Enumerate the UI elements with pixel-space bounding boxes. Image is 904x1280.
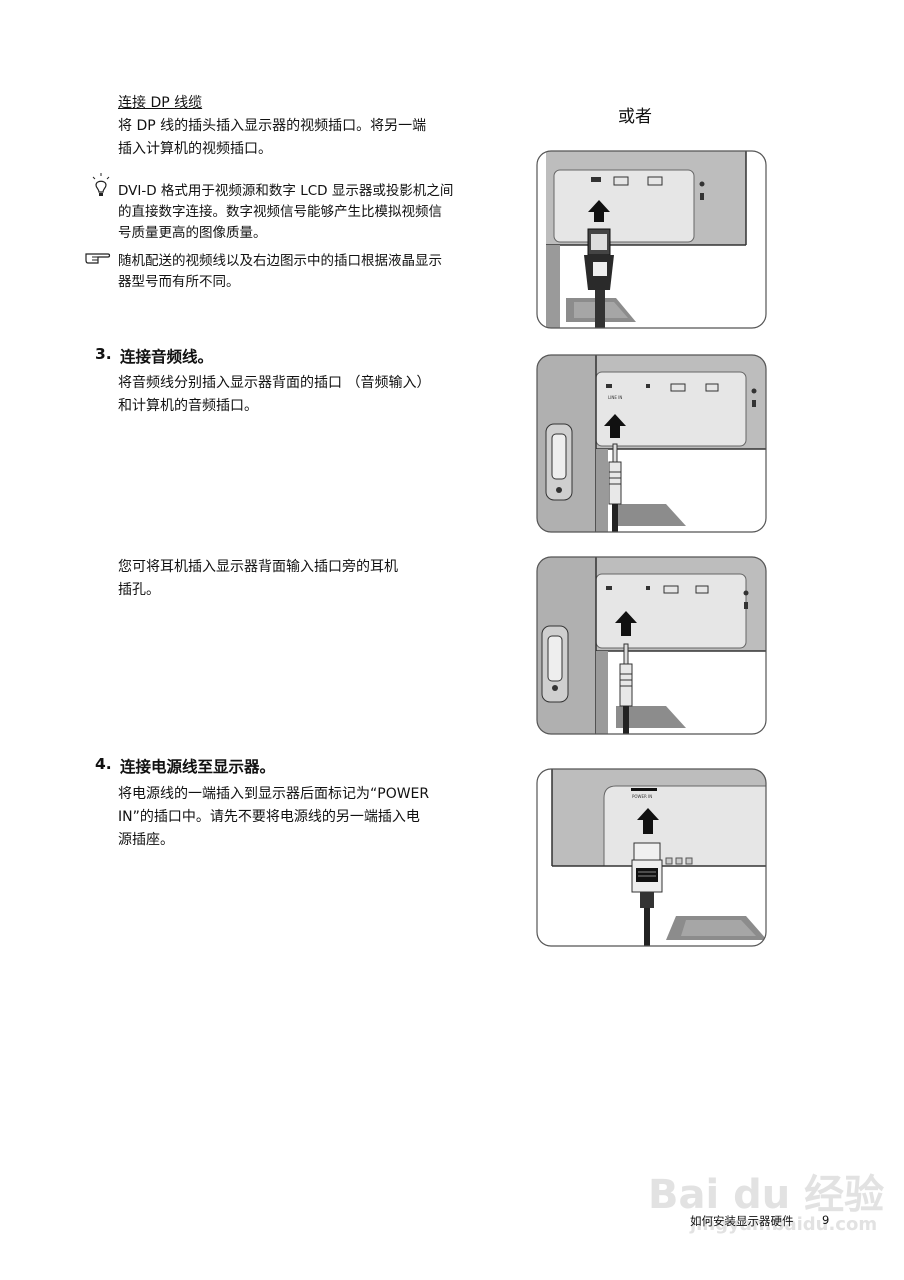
dp-instruction-line2: 插入计算机的视频插口。 (118, 141, 272, 157)
audio-connection-illustration: LINE IN (536, 354, 767, 533)
step4-line3: 源插座。 (118, 832, 174, 848)
page-number: 9 (822, 1213, 830, 1227)
step4-line1: 将电源线的一端插入到显示器后面标记为“POWER (118, 786, 430, 802)
headphone-connection-illustration (536, 556, 767, 735)
footer-section-title: 如何安装显示器硬件 (690, 1214, 794, 1228)
step3-line2: 和计算机的音频插口。 (118, 398, 258, 414)
step4-line2: IN”的插口中。请先不要将电源线的另一端插入电 (118, 809, 420, 825)
watermark-url: jingyan.baidu.com (690, 1214, 878, 1235)
dp-connection-illustration (536, 150, 767, 329)
step3-number: 3. (95, 345, 112, 363)
step3-title: 连接音频线。 (120, 348, 214, 366)
power-connection-illustration: POWER IN (536, 768, 767, 947)
note-line1: 随机配送的视频线以及右边图示中的插口根据液晶显示 (118, 253, 442, 269)
pointing-hand-icon (84, 250, 112, 266)
power-in-port-label: POWER IN (632, 794, 652, 799)
headphone-line2: 插孔。 (118, 582, 160, 598)
step3-line1: 将音频线分别插入显示器背面的插口 （音频输入） (118, 375, 431, 391)
headphone-line1: 您可将耳机插入显示器背面输入插口旁的耳机 (118, 559, 398, 575)
dp-section-title: 连接 DP 线缆 (118, 95, 203, 111)
line-in-port-label: LINE IN (608, 395, 622, 400)
or-label: 或者 (618, 107, 652, 127)
tip-line1: DVI-D 格式用于视频源和数字 LCD 显示器或投影机之间 (118, 183, 454, 199)
tip-line2: 的直接数字连接。数字视频信号能够产生比模拟视频信 (118, 204, 442, 220)
dp-instruction-line1: 将 DP 线的插头插入显示器的视频插口。将另一端 (118, 118, 427, 134)
watermark-brand: Bai du 经验 (648, 1172, 885, 1218)
step4-number: 4. (95, 755, 112, 773)
note-line2: 器型号而有所不同。 (118, 274, 240, 290)
lightbulb-icon (90, 172, 112, 198)
tip-line3: 号质量更高的图像质量。 (118, 225, 267, 241)
step4-title: 连接电源线至显示器。 (120, 758, 276, 776)
